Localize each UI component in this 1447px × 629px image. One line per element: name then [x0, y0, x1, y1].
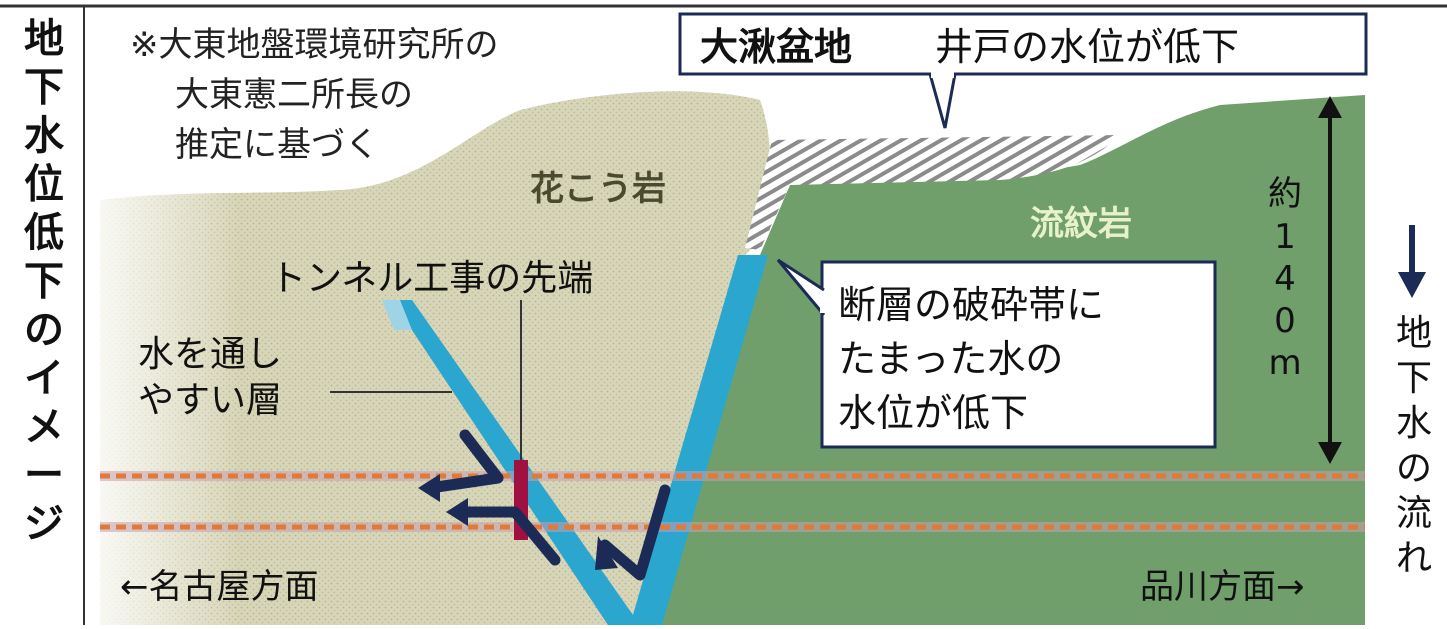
- fault-callout-line-3: 水位が低下: [838, 391, 1028, 435]
- granite-left-fade: [100, 190, 240, 625]
- left-title-char: 地: [24, 16, 64, 62]
- left-title-char: メ: [24, 404, 64, 450]
- flow-label-char: 下: [1396, 358, 1432, 399]
- fault-water-band: [630, 255, 768, 625]
- left-title-char: 水: [24, 113, 65, 159]
- left-title-char: ジ: [24, 501, 64, 547]
- depth-label-3: 0: [1274, 301, 1296, 341]
- flow-label-char: 水: [1396, 403, 1432, 444]
- granite-label: 花こう岩: [530, 169, 666, 209]
- left-title-char: 下: [24, 259, 64, 305]
- depth-arrow: [1318, 96, 1342, 464]
- depth-label-4: m: [1268, 343, 1301, 383]
- fault-callout-line-2: たまった水の: [838, 337, 1063, 381]
- header-box: [678, 12, 1368, 76]
- left-title-char: の: [24, 307, 64, 353]
- header-title-rest: 井戸の水位が低下: [935, 25, 1239, 69]
- flow-label-char: 地: [1396, 313, 1432, 354]
- rhyolite-label: 流紋岩: [1030, 204, 1132, 244]
- flow-label-char: れ: [1396, 538, 1432, 579]
- fault-callout-box: [820, 260, 1217, 449]
- header-title-bold: 大湫盆地: [700, 25, 852, 69]
- note-line-1: ※大東地盤環境研究所の: [130, 25, 499, 65]
- header-pointer: [928, 73, 957, 129]
- flow-arrows: [424, 429, 671, 581]
- left-title-char: 下: [24, 65, 64, 111]
- depth-label-2: 4: [1274, 259, 1296, 299]
- nagoya-direction-label: ←名古屋方面: [120, 567, 319, 607]
- note-line-3: 推定に基づく: [175, 125, 379, 165]
- left-title-char: ー: [24, 453, 64, 499]
- note-line-2: 大東憲二所長の: [175, 75, 413, 115]
- permeable-label-2: やすい層: [138, 380, 282, 421]
- fault-callout-pointer: [776, 258, 826, 316]
- lowered-water-hatch: [745, 135, 1120, 250]
- shinagawa-direction-label: 品川方面→: [1140, 567, 1305, 607]
- flow-label-char: の: [1396, 448, 1432, 489]
- permeable-label-1: 水を通し: [138, 334, 282, 375]
- tunnel-lines: [100, 471, 1365, 532]
- fault-callout-line-1: 断層の破砕帯に: [838, 283, 1104, 327]
- tunnel-tip-label: トンネル工事の先端: [270, 258, 593, 299]
- flow-label-char: 流: [1396, 493, 1432, 534]
- depth-label-1: 1: [1274, 217, 1296, 257]
- flow-direction-arrow: [1398, 225, 1426, 298]
- left-title-char: 位: [24, 162, 64, 208]
- left-title-char: イ: [24, 356, 64, 402]
- left-title-char: 低: [24, 210, 64, 256]
- depth-label-0: 約: [1268, 174, 1302, 214]
